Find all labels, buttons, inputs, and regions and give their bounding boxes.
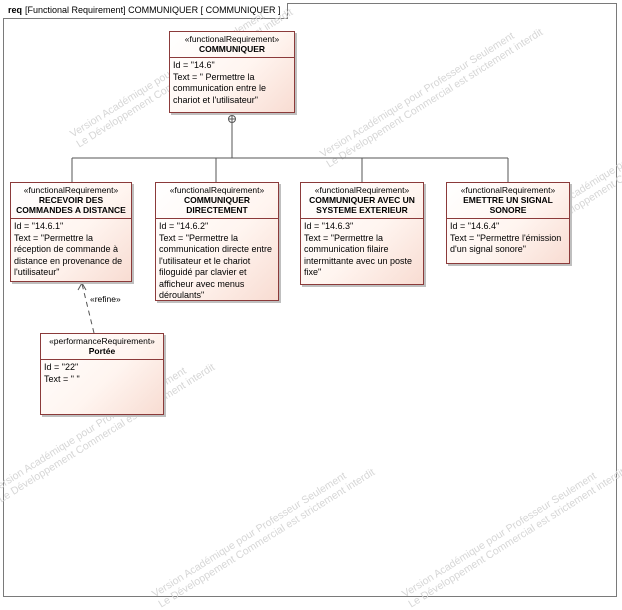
- requirement-body: Id = "14.6.1" Text = "Permettre la récep…: [11, 219, 131, 281]
- requirement-id: Id = "14.6.1": [14, 221, 64, 231]
- frame-title: [Functional Requirement] COMMUNIQUER [ C…: [25, 5, 281, 15]
- requirement-text: Text = "Permettre la communication filai…: [304, 232, 415, 278]
- stereotype-label: «functionalRequirement»: [314, 185, 410, 195]
- diagram-frame: [3, 3, 617, 597]
- refine-arrowhead: [77, 281, 87, 291]
- requirement-emettre-signal-sonore[interactable]: «functionalRequirement» EMETTRE UN SIGNA…: [446, 182, 570, 264]
- stereotype-label: «functionalRequirement»: [460, 185, 556, 195]
- requirement-body: Id = "14.6.4" Text = "Permettre l'émissi…: [447, 219, 569, 258]
- requirement-name: EMETTRE UN SIGNAL SONORE: [463, 195, 553, 215]
- requirement-name: COMMUNIQUER: [198, 44, 266, 54]
- diagram-frame-tab: req[Functional Requirement] COMMUNIQUER …: [3, 3, 288, 19]
- stereotype-label: «functionalRequirement»: [169, 185, 265, 195]
- stereotype-label: «performanceRequirement»: [49, 336, 155, 346]
- refine-label: «refine»: [90, 294, 121, 304]
- requirement-text: Text = " ": [44, 373, 80, 384]
- requirement-text: Text = "Permettre la réception de comman…: [14, 232, 125, 278]
- requirement-body: Id = "14.6.3" Text = "Permettre la commu…: [301, 219, 423, 281]
- stereotype-label: «functionalRequirement»: [184, 34, 280, 44]
- requirement-name: COMMUNIQUER AVEC UN SYSTEME EXTERIEUR: [309, 195, 415, 215]
- requirement-id: Id = "14.6.2": [159, 221, 209, 231]
- requirement-header: «performanceRequirement» Portée: [41, 334, 163, 360]
- requirement-recevoir-commandes[interactable]: «functionalRequirement» RECEVOIR DES COM…: [10, 182, 132, 282]
- requirement-name: Portée: [88, 346, 116, 356]
- requirement-body: Id = "22" Text = " ": [41, 360, 163, 387]
- requirement-id: Id = "14.6.4": [450, 221, 500, 231]
- requirement-text: Text = "Permettre l'émission d'un signal…: [450, 232, 564, 255]
- requirement-text: Text = " Permettre la communication entr…: [173, 71, 269, 105]
- requirement-id: Id = "14.6": [173, 60, 215, 70]
- requirement-header: «functionalRequirement» EMETTRE UN SIGNA…: [447, 183, 569, 219]
- frame-keyword: req: [8, 5, 23, 15]
- requirement-header: «functionalRequirement» COMMUNIQUER AVEC…: [301, 183, 423, 219]
- requirement-header: «functionalRequirement» RECEVOIR DES COM…: [11, 183, 131, 219]
- stereotype-label: «functionalRequirement»: [23, 185, 119, 195]
- requirement-header: «functionalRequirement» COMMUNIQUER: [170, 32, 294, 58]
- requirement-communiquer-systeme-exterieur[interactable]: «functionalRequirement» COMMUNIQUER AVEC…: [300, 182, 424, 285]
- requirement-id: Id = "14.6.3": [304, 221, 354, 231]
- performance-requirement-portee[interactable]: «performanceRequirement» Portée Id = "22…: [40, 333, 164, 415]
- refine-dependency-line: [81, 283, 95, 334]
- requirement-communiquer-directement[interactable]: «functionalRequirement» COMMUNIQUER DIRE…: [155, 182, 279, 301]
- requirement-id: Id = "22": [44, 362, 79, 372]
- requirement-communiquer[interactable]: «functionalRequirement» COMMUNIQUER Id =…: [169, 31, 295, 113]
- requirement-text: Text = "Permettre la communication direc…: [159, 232, 275, 301]
- requirement-name: RECEVOIR DES COMMANDES A DISTANCE: [16, 195, 126, 215]
- requirement-body: Id = "14.6" Text = " Permettre la commun…: [170, 58, 294, 108]
- requirement-header: «functionalRequirement» COMMUNIQUER DIRE…: [156, 183, 278, 219]
- requirement-name: COMMUNIQUER DIRECTEMENT: [183, 195, 251, 215]
- requirement-body: Id = "14.6.2" Text = "Permettre la commu…: [156, 219, 278, 304]
